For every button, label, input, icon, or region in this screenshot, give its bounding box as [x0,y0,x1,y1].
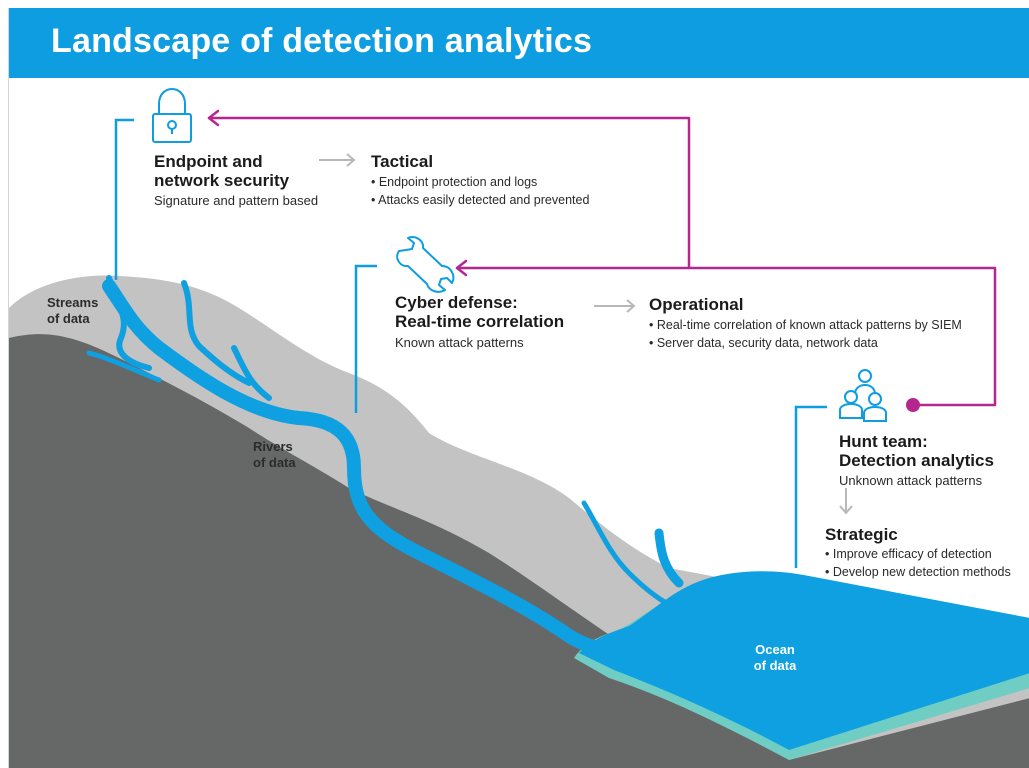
list-item: • Real-time correlation of known attack … [649,318,962,332]
stream-3 [231,345,272,401]
stream-1 [106,275,152,371]
stream-2 [181,280,252,386]
list-item: • Develop new detection methods [825,565,1011,579]
arrow-endpoint-tactical [319,153,356,167]
wrench-icon [396,236,455,293]
arrow-hunt-strategic [839,488,853,515]
connector-cyber [354,264,377,413]
endpoint-subtitle: Signature and pattern based [154,193,319,208]
list-item: • Attacks easily detected and prevented [371,193,590,207]
landscape-illustration [9,88,1029,768]
diagram-frame: Landscape of detection analytics Streams… [8,8,1029,768]
page-title: Landscape of detection analytics [51,22,593,60]
connector-hunt [794,405,827,568]
stream-4 [86,350,162,383]
padlock-icon [152,88,192,143]
arrowhead-cyber [455,259,468,277]
dark-ground-lower [9,608,1029,768]
arrowhead-endpoint [207,109,220,127]
operational-heading: Operational [649,295,744,314]
arrow-cyber-operational [594,299,636,313]
river-main [102,279,636,657]
team-icon [839,369,887,422]
feedback-origin-dot [906,398,920,412]
list-item: • Improve efficacy of detection [825,547,992,561]
hunt-subtitle: Unknown attack patterns [839,473,983,488]
list-item: • Endpoint protection and logs [371,175,538,189]
stream-5 [581,500,702,621]
hunt-title: Hunt team:Detection analytics [839,432,994,470]
connector-endpoint [114,118,134,280]
tactical-bullets: • Endpoint protection and logs • Attacks… [371,173,589,209]
feedback-line [207,116,997,407]
strategic-heading: Strategic [825,525,898,544]
cyber-title: Cyber defense:Real-time correlation [395,293,565,331]
stream-6 [654,528,684,588]
cyber-subtitle: Known attack patterns [395,335,524,350]
strategic-bullets: • Improve efficacy of detection • Develo… [825,545,1011,581]
title-banner: Landscape of detection analytics [9,8,1029,78]
list-item: • Server data, security data, network da… [649,336,878,350]
tactical-heading: Tactical [371,152,434,171]
operational-bullets: • Real-time correlation of known attack … [649,316,962,352]
